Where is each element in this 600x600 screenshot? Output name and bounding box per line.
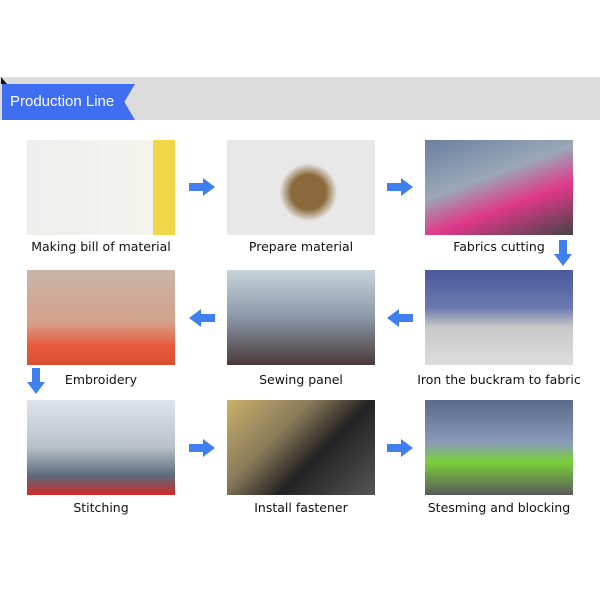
step-image-stitching	[27, 400, 175, 495]
arrow-right-icon	[189, 178, 215, 196]
arrow-down-icon	[554, 240, 572, 266]
arrow-right-icon	[189, 439, 215, 457]
arrow-left-icon	[189, 309, 215, 327]
arrow-down-icon	[27, 368, 45, 394]
step-image-embroidery	[27, 270, 175, 365]
step-caption: Stesming and blocking	[427, 500, 571, 515]
banner-corner	[1, 77, 7, 84]
arrow-left-icon	[387, 309, 413, 327]
step-image-install-fastener	[227, 400, 375, 495]
step-caption: Stitching	[73, 500, 129, 515]
step-image-prepare-material	[227, 140, 375, 235]
step-image-sewing-panel	[227, 270, 375, 365]
step-caption: Sewing panel	[259, 372, 343, 387]
step-image-stesming-blocking	[425, 400, 573, 495]
step-image-bill-of-material	[27, 140, 175, 235]
step-image-iron-buckram	[425, 270, 573, 365]
step-caption: Prepare material	[248, 239, 354, 254]
step-caption: Fabrics cutting	[453, 239, 545, 254]
section-title: Production Line	[10, 93, 115, 110]
section-title-tab: Production Line	[2, 84, 135, 120]
step-caption: Embroidery	[64, 372, 138, 387]
arrow-right-icon	[387, 439, 413, 457]
step-caption: Install fastener	[254, 500, 348, 515]
step-image-fabrics-cutting	[425, 140, 573, 235]
arrow-right-icon	[387, 178, 413, 196]
step-caption: Making bill of material	[31, 239, 171, 254]
step-caption: Iron the buckram to fabric	[417, 372, 581, 387]
